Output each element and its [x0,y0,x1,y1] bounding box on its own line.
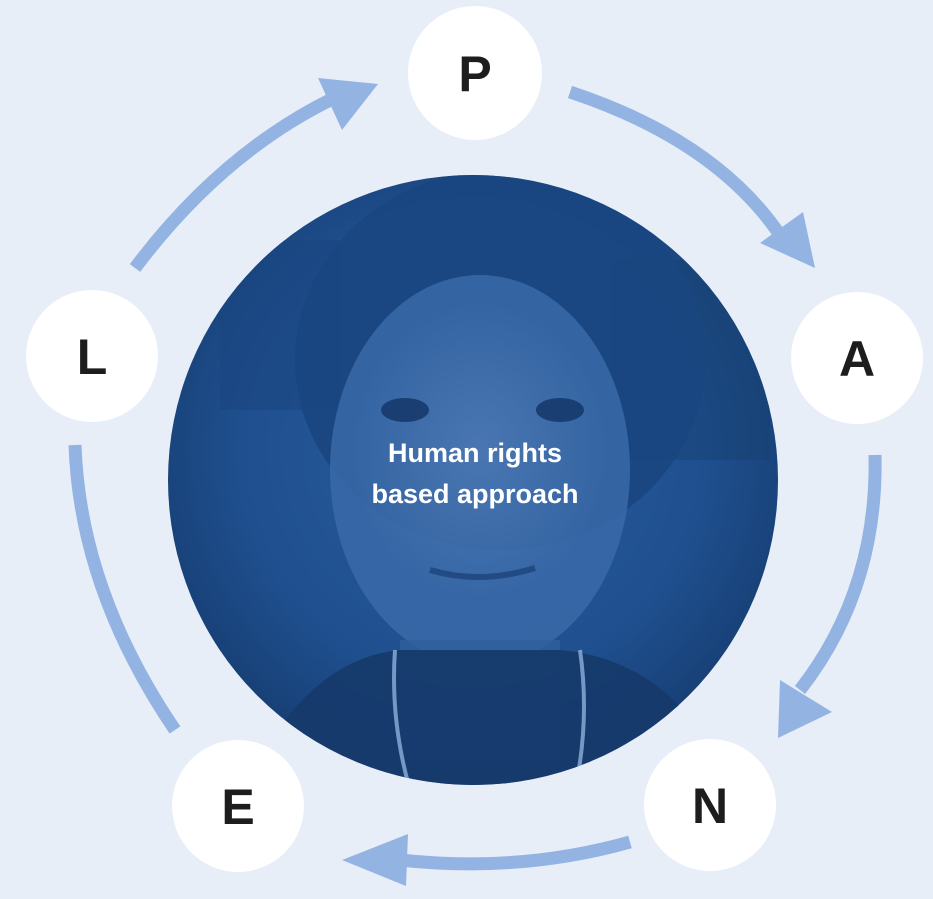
node-a-label: A [839,331,875,387]
arrow-l-to-p-head [318,78,378,130]
node-p-label: P [458,46,491,102]
node-a: A [791,292,923,424]
cycle-arrows [68,78,882,886]
arrow-a-to-n [794,454,882,694]
arrow-p-to-a-head [760,212,815,268]
node-l-label: L [77,329,108,385]
arrow-a-to-n-head [778,680,832,738]
arrow-n-to-e-head [342,834,408,886]
node-e: E [172,740,304,872]
node-n-label: N [692,778,728,834]
node-e-label: E [221,779,254,835]
arrow-n-to-e [399,835,632,871]
node-p: P [408,6,542,140]
arrow-e-to-l [68,444,181,734]
arrow-l-to-p [129,94,333,272]
center-title-line-1: Human rights [388,438,562,468]
node-n: N [644,739,776,871]
node-l: L [26,290,158,422]
arrow-p-to-a [567,85,786,239]
center-title-line-2: based approach [371,479,578,509]
center-portrait: Human rights based approach [168,175,778,785]
